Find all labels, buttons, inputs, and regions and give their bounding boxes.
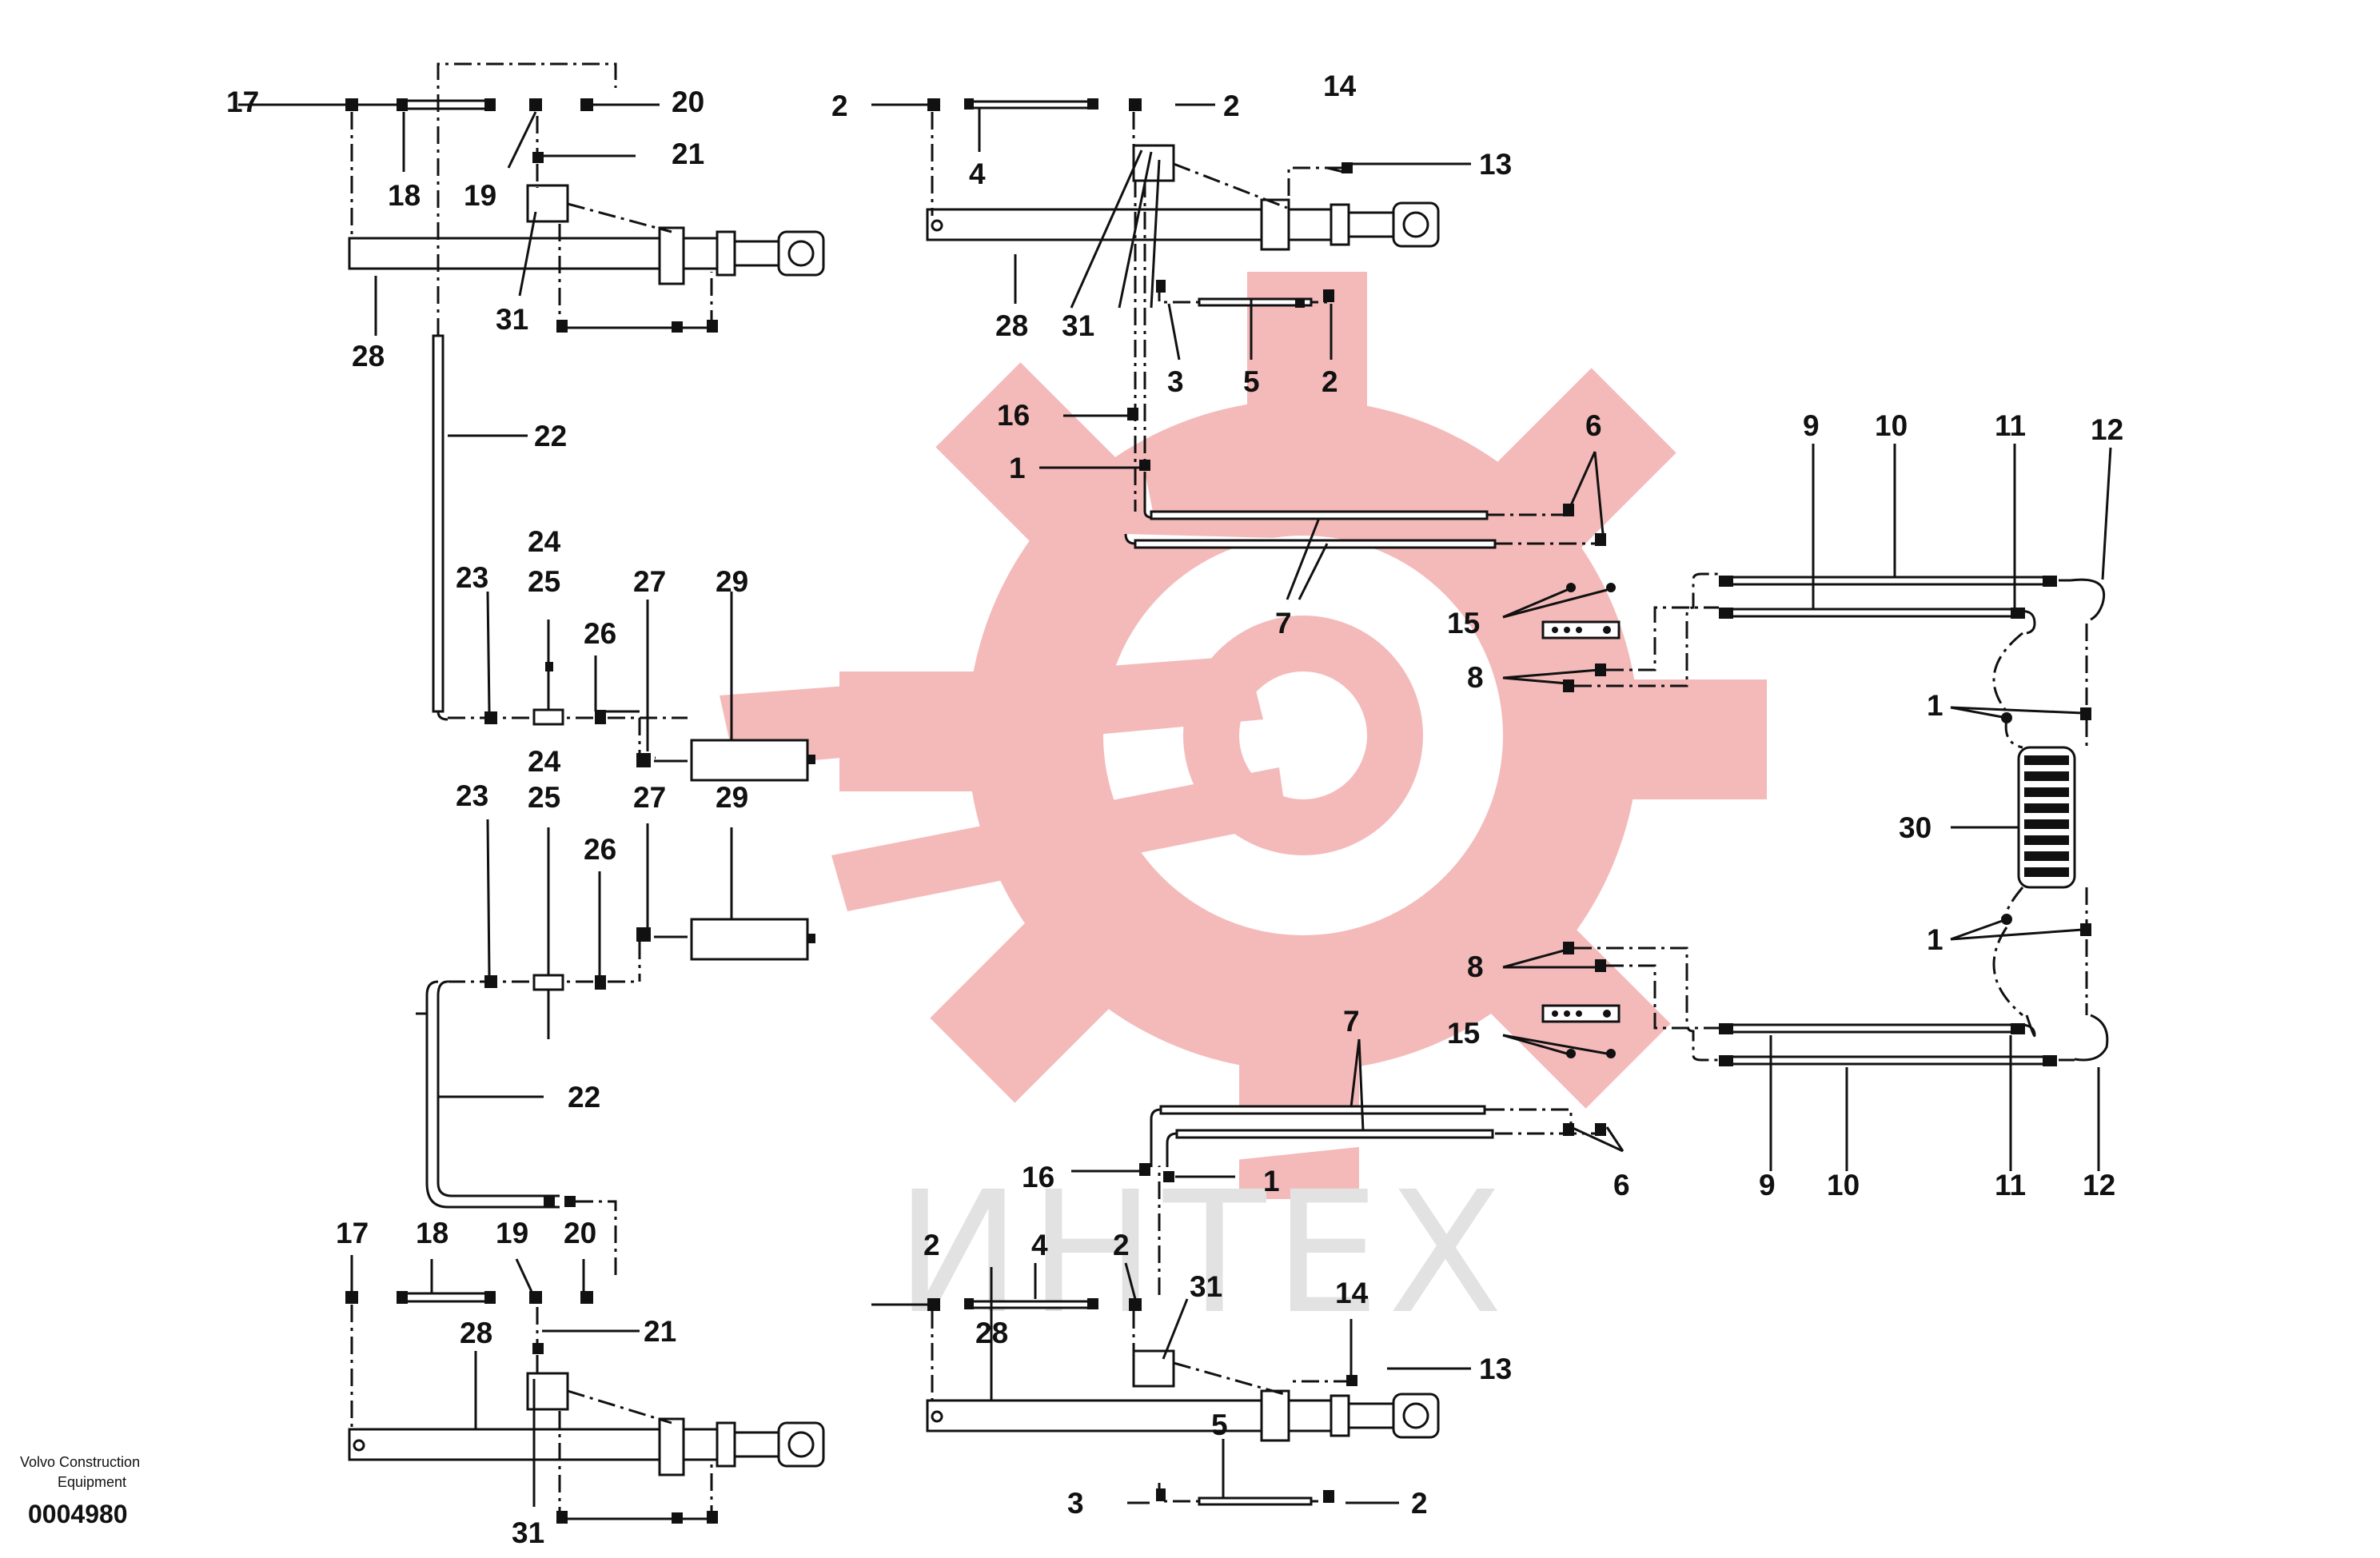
callout-2: 2 xyxy=(923,1229,940,1261)
callout-24: 24 xyxy=(528,525,561,558)
callout-14: 14 xyxy=(1335,1277,1369,1309)
callout-19: 19 xyxy=(464,179,496,212)
part-number: 0004980 xyxy=(28,1500,128,1528)
callout-18: 18 xyxy=(416,1217,448,1249)
callout-10: 10 xyxy=(1875,409,1908,442)
callout-5: 5 xyxy=(1243,365,1260,398)
callout-12b: 12 xyxy=(2083,1169,2115,1201)
callout-18: 18 xyxy=(388,179,421,212)
callout-8b: 8 xyxy=(1467,950,1484,983)
callout-2b: 2 xyxy=(1113,1229,1130,1261)
callout-26: 26 xyxy=(584,617,616,650)
callout-21: 21 xyxy=(644,1315,676,1348)
callout-27: 27 xyxy=(633,781,666,814)
callout-1: 1 xyxy=(1263,1165,1280,1197)
callout-20: 20 xyxy=(564,1217,596,1249)
callout-15: 15 xyxy=(1447,607,1480,640)
callout-26: 26 xyxy=(584,833,616,866)
callout-25: 25 xyxy=(528,565,560,598)
assembly-top-center: 2 4 2 14 13 28 31 3 5 2 16 1 7 xyxy=(831,70,1606,640)
callout-25: 25 xyxy=(528,781,560,814)
callout-28: 28 xyxy=(995,309,1028,342)
callout-2b: 2 xyxy=(1223,90,1240,122)
callout-31: 31 xyxy=(496,303,528,336)
callout-29: 29 xyxy=(716,781,748,814)
callout-4: 4 xyxy=(1031,1229,1048,1261)
callout-19: 19 xyxy=(496,1217,528,1249)
callout-5: 5 xyxy=(1211,1409,1228,1441)
assembly-middle-lower: 24 23 25 26 27 29 22 xyxy=(416,745,815,1279)
assembly-right: 6 15 8 9 10 11 12 1 30 1 8 15 6 9 10 11 … xyxy=(1447,409,2123,1201)
callout-21: 21 xyxy=(672,137,704,170)
assembly-middle-upper: 23 24 25 26 27 29 xyxy=(448,525,815,782)
callout-16: 16 xyxy=(997,399,1030,432)
callout-27: 27 xyxy=(633,565,666,598)
callout-1: 1 xyxy=(1927,689,1943,722)
callout-2: 2 xyxy=(831,90,848,122)
callout-9: 9 xyxy=(1803,409,1820,442)
callout-20: 20 xyxy=(672,86,704,118)
callout-2c: 2 xyxy=(1322,365,1338,398)
callout-28: 28 xyxy=(975,1317,1008,1349)
assembly-bottom-left: 17 18 19 20 21 28 31 xyxy=(336,1217,825,1549)
watermark-gear-logo xyxy=(720,272,1767,1199)
callout-13: 13 xyxy=(1479,1353,1512,1385)
callout-10b: 10 xyxy=(1827,1169,1860,1201)
manifold-block xyxy=(2017,746,2076,889)
assembly-top-left: 17 18 19 20 21 31 28 22 xyxy=(226,62,825,721)
callout-28: 28 xyxy=(460,1317,492,1349)
callout-4: 4 xyxy=(969,157,986,190)
callout-1: 1 xyxy=(1009,452,1026,484)
callout-2c: 2 xyxy=(1411,1487,1428,1520)
callout-13: 13 xyxy=(1479,148,1512,181)
callout-31: 31 xyxy=(1190,1270,1222,1303)
callout-31: 31 xyxy=(512,1516,544,1549)
callout-17: 17 xyxy=(336,1217,369,1249)
callout-24: 24 xyxy=(528,745,561,778)
callout-14: 14 xyxy=(1323,70,1357,102)
callout-23: 23 xyxy=(456,561,488,594)
assembly-bottom-center: 7 16 1 2 4 2 31 14 13 28 5 3 2 xyxy=(871,1005,1606,1520)
callout-15b: 15 xyxy=(1447,1017,1480,1050)
callout-22: 22 xyxy=(568,1081,600,1114)
credit-line-1: Volvo Construction xyxy=(20,1454,140,1470)
callout-9b: 9 xyxy=(1759,1169,1776,1201)
callout-3: 3 xyxy=(1067,1487,1084,1520)
callout-11: 11 xyxy=(1995,409,2026,442)
callout-8: 8 xyxy=(1467,661,1484,694)
callout-6: 6 xyxy=(1585,409,1602,442)
callout-12: 12 xyxy=(2091,413,2123,446)
credit-line-2: Equipment xyxy=(58,1474,126,1490)
callout-31: 31 xyxy=(1062,309,1094,342)
watermark-text: ИНТЕХ xyxy=(895,1155,1511,1351)
callout-1b: 1 xyxy=(1927,923,1943,956)
callout-7: 7 xyxy=(1275,607,1292,640)
callout-23: 23 xyxy=(456,779,488,812)
callout-28: 28 xyxy=(352,340,385,373)
callout-3: 3 xyxy=(1167,365,1184,398)
callout-7: 7 xyxy=(1343,1005,1360,1038)
callout-29: 29 xyxy=(716,565,748,598)
callout-11b: 11 xyxy=(1995,1169,2026,1201)
callout-30: 30 xyxy=(1899,811,1932,844)
callout-16: 16 xyxy=(1022,1161,1054,1193)
callout-22: 22 xyxy=(534,420,567,452)
callout-6b: 6 xyxy=(1613,1169,1630,1201)
callout-17: 17 xyxy=(226,86,259,118)
